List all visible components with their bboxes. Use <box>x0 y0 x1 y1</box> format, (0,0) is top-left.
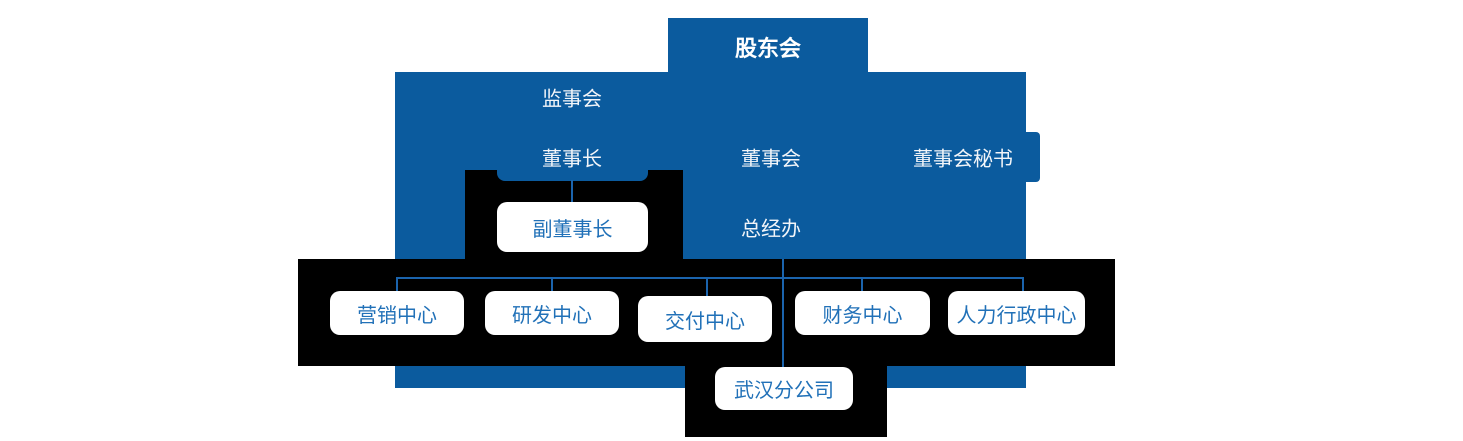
connector-chairman-vicechairman <box>571 180 573 203</box>
connector-drop-delivery <box>706 277 708 297</box>
node-rnd-center: 研发中心 <box>485 291 619 335</box>
node-board-secretary: 董事会秘书 <box>913 146 1013 171</box>
node-vice-chairman: 副董事长 <box>497 202 648 252</box>
connector-drop-finance <box>861 277 863 292</box>
node-hr-admin-center: 人力行政中心 <box>948 291 1085 335</box>
node-chairman: 董事长 <box>542 146 602 171</box>
connector-drop-hr <box>1022 277 1024 292</box>
chairman-connector-stub <box>497 170 648 181</box>
connector-gmoffice-branch <box>782 259 784 368</box>
secretary-panel-extension <box>1025 132 1040 182</box>
node-gm-office: 总经办 <box>741 216 801 241</box>
node-wuhan-branch: 武汉分公司 <box>715 367 853 410</box>
node-shareholders: 股东会 <box>668 18 868 76</box>
node-board: 董事会 <box>741 146 801 171</box>
node-finance-center: 财务中心 <box>795 291 930 335</box>
node-delivery-center: 交付中心 <box>638 296 772 342</box>
connector-drop-marketing <box>396 277 398 292</box>
shareholders-label: 股东会 <box>734 37 801 62</box>
connector-drop-rnd <box>551 277 553 292</box>
node-supervisory-board: 监事会 <box>542 86 602 111</box>
node-marketing-center: 营销中心 <box>330 291 464 335</box>
connector-centers-horizontal <box>396 277 1024 279</box>
